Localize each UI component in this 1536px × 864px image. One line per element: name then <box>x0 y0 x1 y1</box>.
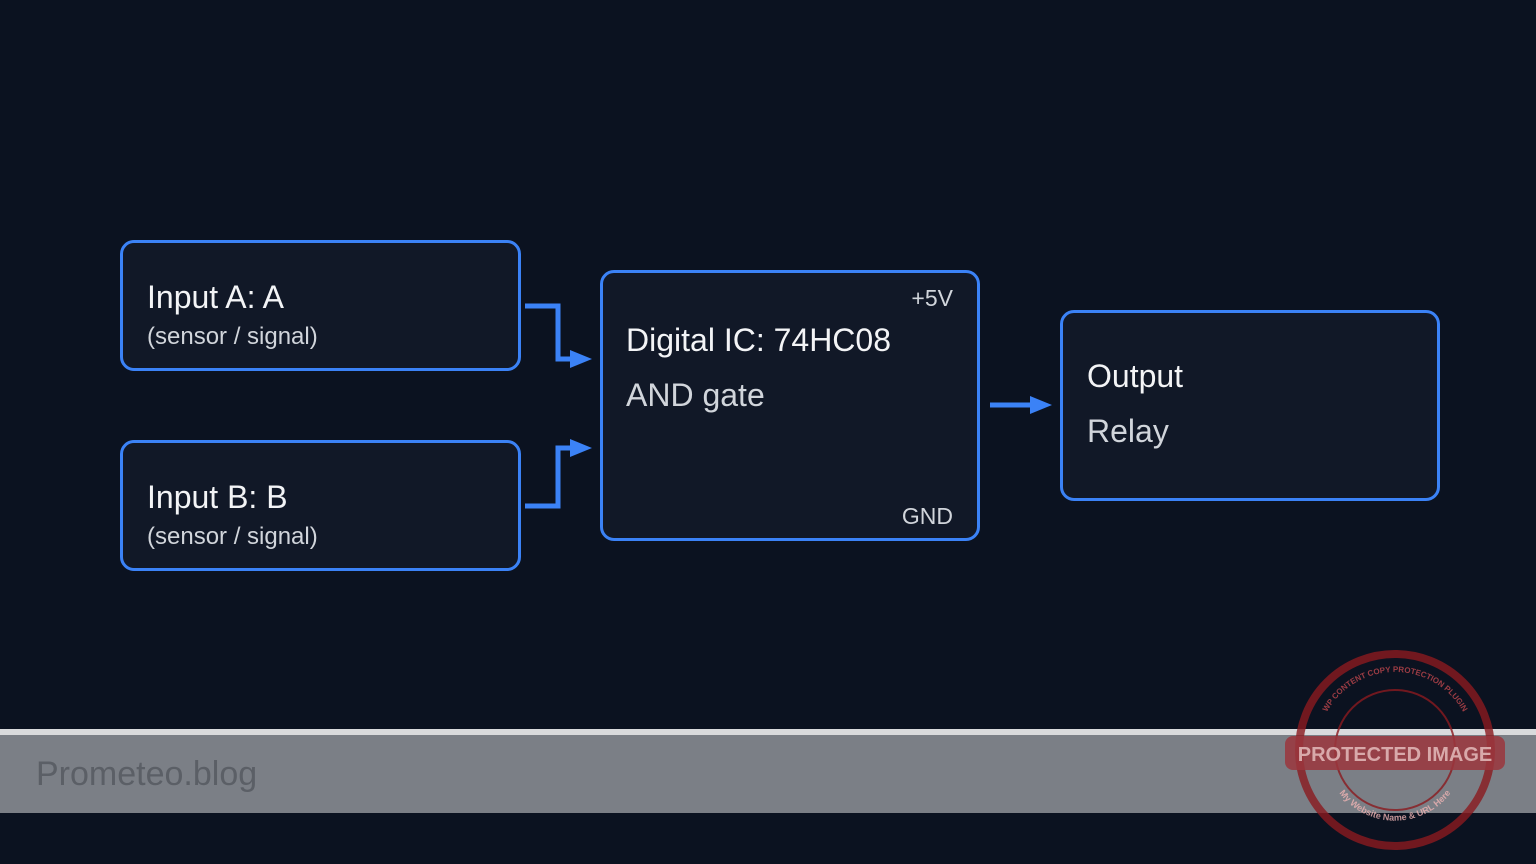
ic-function: AND gate <box>626 377 765 413</box>
input-a-box: Input A: A (sensor / signal) <box>120 240 521 371</box>
output-device: Relay <box>1087 413 1169 449</box>
svg-text:My Website Name & URL Here: My Website Name & URL Here <box>1338 788 1453 823</box>
input-b-subtitle: (sensor / signal) <box>147 523 318 550</box>
arrowhead-b <box>570 439 592 457</box>
power-pin-label: +5V <box>911 285 953 311</box>
input-b-box: Input B: B (sensor / signal) <box>120 440 521 571</box>
output-box: Output Relay <box>1060 310 1440 501</box>
ic-title: Digital IC: 74HC08 <box>626 322 891 358</box>
ground-pin-label: GND <box>901 503 953 529</box>
wire-input-b <box>525 445 575 509</box>
input-b-title: Input B: B <box>147 479 288 515</box>
arrowhead-output <box>1030 396 1052 414</box>
footer-divider <box>0 729 1536 735</box>
stamp-main-text: PROTECTED IMAGE <box>1298 744 1492 766</box>
ic-box: +5V Digital IC: 74HC08 AND gate GND <box>600 270 980 541</box>
footer-bar: Prometeo.blog <box>0 735 1536 813</box>
protected-image-stamp: WP CONTENT COPY PROTECTION PLUGIN PROTEC… <box>1285 650 1505 850</box>
input-a-title: Input A: A <box>147 279 284 315</box>
wire-input-a <box>525 303 575 362</box>
input-a-subtitle: (sensor / signal) <box>147 323 318 350</box>
output-title: Output <box>1087 358 1184 394</box>
footer-brand: Prometeo.blog <box>36 755 258 793</box>
arrowhead-a <box>570 350 592 368</box>
stamp-bottom-text: My Website Name & URL Here <box>1338 788 1453 823</box>
